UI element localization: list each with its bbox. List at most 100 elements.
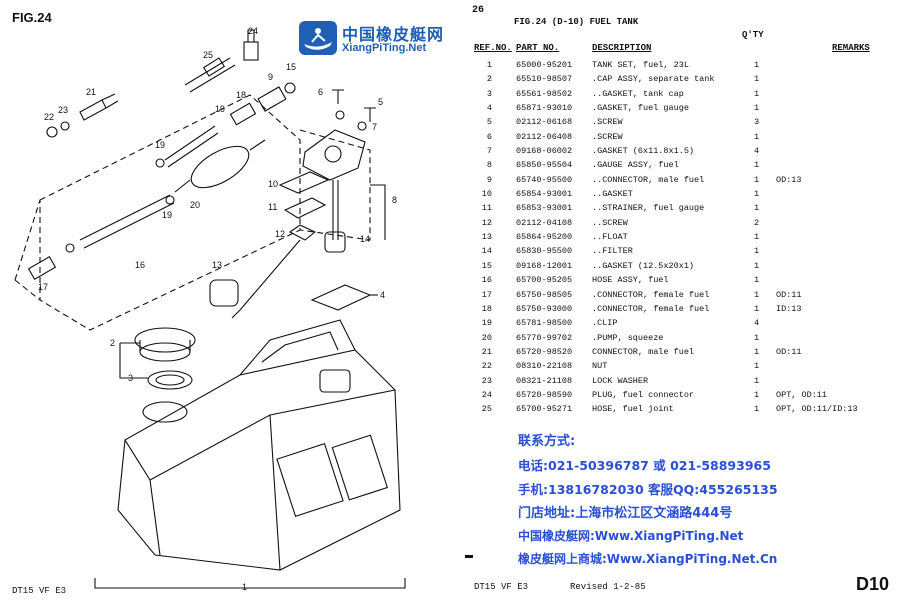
callout-3: 3 xyxy=(128,373,133,383)
ref-cell: 9 xyxy=(486,174,492,185)
watermark-logo: 中国橡皮艇网 XiangPiTing.Net xyxy=(298,20,464,58)
callout-21: 21 xyxy=(86,87,96,97)
description-cell: NUT xyxy=(592,361,608,372)
callout-16: 16 xyxy=(135,260,145,270)
description-cell: .GASKET (6x11.8x1.5) xyxy=(592,146,695,157)
description-cell: HOSE ASSY, fuel xyxy=(592,275,669,286)
part-number-cell: 65781-98500 xyxy=(516,318,573,329)
part-number-cell: 65510-98507 xyxy=(516,74,573,85)
ref-cell: 11 xyxy=(481,203,492,214)
ref-cell: 5 xyxy=(486,117,492,128)
description-column-header: DESCRIPTION xyxy=(592,43,652,53)
callout-5: 5 xyxy=(378,97,383,107)
remarks-cell: OD:13 xyxy=(776,174,802,185)
part-number-cell: 09168-06002 xyxy=(516,146,573,157)
qty-cell: 1 xyxy=(754,203,760,214)
description-cell: .GASKET, fuel gauge xyxy=(592,103,689,114)
page-number: 26 xyxy=(472,5,485,16)
contact-site-link[interactable]: 中国橡皮艇网:Www.XiangPiTing.Net xyxy=(518,529,744,543)
footer-section-code: D10 xyxy=(856,574,890,594)
qty-cell: 4 xyxy=(754,146,760,157)
callout-22: 22 xyxy=(44,112,54,122)
callout-23: 23 xyxy=(58,105,68,115)
part-number-cell: 65561-98502 xyxy=(516,88,573,99)
part-number-cell: 65854-93001 xyxy=(516,189,573,200)
ref-cell: 6 xyxy=(486,131,492,142)
exploded-diagram: 1 2 3 4 5 6 7 8 9 10 11 12 13 14 15 16 1… xyxy=(14,26,406,592)
callout-14: 14 xyxy=(360,234,370,244)
callout-4: 4 xyxy=(380,290,385,300)
callout-20: 20 xyxy=(190,200,200,210)
part-number-cell: 65700-95271 xyxy=(516,404,573,415)
qty-cell: 1 xyxy=(754,404,760,415)
callout-19c: 19 xyxy=(162,210,172,220)
callout-17: 17 xyxy=(38,282,48,292)
description-cell: ..SCREW xyxy=(592,217,628,228)
qty-column-header: Q'TY xyxy=(742,30,764,40)
part-number-cell: 65000-95201 xyxy=(516,60,573,70)
part-number-cell: 65864-95200 xyxy=(516,232,573,243)
ref-cell: 2 xyxy=(486,74,492,85)
qty-cell: 4 xyxy=(754,318,760,329)
part-number-cell: 65750-98505 xyxy=(516,289,573,300)
contact-address: 门店地址:上海市松江区文涵路444号 xyxy=(518,506,733,521)
remarks-cell: OD:11 xyxy=(776,346,802,357)
remarks-cell: OPT, OD:11 xyxy=(776,389,828,400)
ref-cell: 17 xyxy=(481,289,492,300)
ref-cell: 10 xyxy=(481,189,492,200)
description-cell: ..STRAINER, fuel gauge xyxy=(592,203,705,214)
part-number-cell: 02112-06408 xyxy=(516,131,573,142)
remarks-cell: OD:11 xyxy=(776,289,802,300)
remarks-cell: ID:13 xyxy=(776,303,802,314)
ref-cell: 8 xyxy=(486,160,492,171)
qty-cell: 1 xyxy=(754,303,760,314)
description-cell: ..GASKET, tank cap xyxy=(592,88,684,99)
figure-label: FIG.24 xyxy=(12,10,52,25)
description-cell: CONNECTOR, male fuel xyxy=(592,346,695,357)
part-number-cell: 65720-98590 xyxy=(516,389,573,400)
contact-mall-link[interactable]: 橡皮艇网上商城:Www.XiangPiTing.Net.Cn xyxy=(518,552,778,566)
divider-mark xyxy=(465,555,473,558)
qty-cell: 1 xyxy=(754,131,760,142)
qty-cell: 1 xyxy=(754,74,760,85)
callout-1: 1 xyxy=(242,582,247,592)
callout-10: 10 xyxy=(268,179,278,189)
ref-cell: 14 xyxy=(481,246,492,257)
qty-cell: 3 xyxy=(754,117,760,128)
ref-cell: 4 xyxy=(486,103,492,114)
part-number-cell: 65740-95500 xyxy=(516,174,573,185)
part-number-cell: 65750-93000 xyxy=(516,303,573,314)
callout-19b: 19 xyxy=(155,140,165,150)
description-cell: ..GASKET xyxy=(592,189,633,200)
ref-cell: 23 xyxy=(481,375,492,386)
callout-2: 2 xyxy=(110,338,115,348)
ref-cell: 18 xyxy=(481,303,492,314)
footer-model-right: DT15 VF E3 xyxy=(474,582,529,592)
ref-cell: 25 xyxy=(481,404,492,415)
qty-cell: 1 xyxy=(754,375,760,386)
description-cell: .GAUGE ASSY, fuel xyxy=(592,160,679,171)
qty-cell: 1 xyxy=(754,160,760,171)
ref-cell: 3 xyxy=(486,88,492,99)
boat-logo-icon xyxy=(299,21,337,55)
description-cell: ..FILTER xyxy=(592,246,633,257)
callout-7: 7 xyxy=(372,122,377,132)
description-cell: .CAP ASSY, separate tank xyxy=(592,74,715,85)
ref-cell: 16 xyxy=(481,275,492,286)
qty-cell: 1 xyxy=(754,361,760,372)
